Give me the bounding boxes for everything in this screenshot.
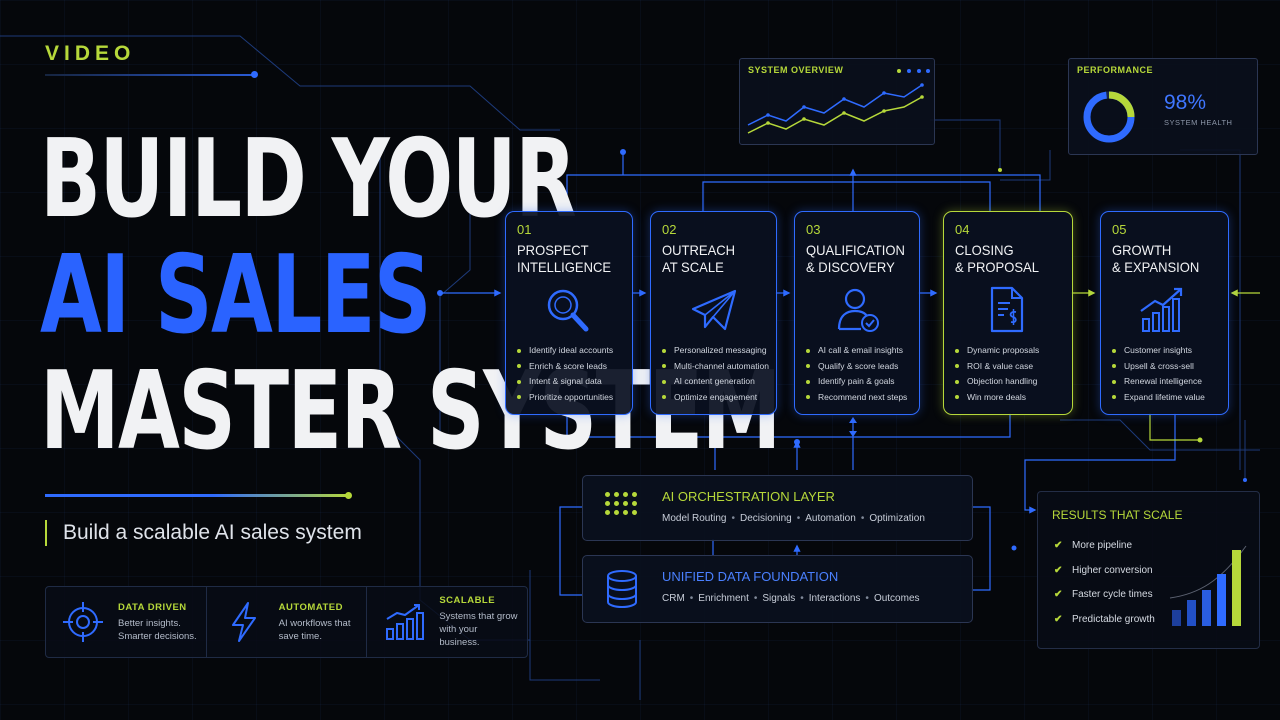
- stage-item: ROI & value case: [955, 359, 1039, 375]
- stage-item: Win more deals: [955, 390, 1039, 406]
- growth-chart-icon: [386, 604, 425, 640]
- stage-card-5: 05 GROWTH& EXPANSION Customer insights U…: [1100, 211, 1229, 415]
- panel-status-dots: [897, 69, 930, 73]
- feature-data-driven: DATA DRIVEN Better insights. Smarter dec…: [46, 587, 207, 657]
- stage-item: Expand lifetime value: [1112, 390, 1205, 406]
- feature-heading: AUTOMATED: [278, 601, 343, 613]
- results-list: ✔More pipeline ✔Higher conversion ✔Faste…: [1054, 534, 1155, 632]
- user-check-icon: [837, 288, 879, 332]
- data-foundation-title: UNIFIED DATA FOUNDATION: [662, 569, 839, 584]
- check-icon: ✔: [1054, 589, 1063, 600]
- stage-item: Multi-channel automation: [662, 359, 769, 375]
- stage-items: Customer insights Upsell & cross-sell Re…: [1112, 343, 1205, 405]
- stage-item: Identify ideal accounts: [517, 343, 613, 359]
- orchestration-title: AI ORCHESTRATION LAYER: [662, 489, 835, 504]
- performance-value: 98%: [1164, 91, 1207, 114]
- system-overview-title: SYSTEM OVERVIEW: [748, 65, 844, 75]
- target-icon: [63, 602, 103, 642]
- check-icon: ✔: [1054, 613, 1063, 625]
- stage-item: AI content generation: [662, 374, 769, 390]
- stage-item: Identify pain & goals: [806, 374, 907, 390]
- results-growth-chart: [1169, 545, 1247, 626]
- result-item: ✔Higher conversion: [1054, 559, 1155, 584]
- lightning-icon: [231, 602, 256, 642]
- check-icon: ✔: [1054, 540, 1063, 551]
- bar-chart-arrow-icon: [1140, 287, 1183, 332]
- results-panel: RESULTS THAT SCALE ✔More pipeline ✔Highe…: [1037, 491, 1260, 649]
- subtitle: Build a scalable AI sales system: [45, 520, 362, 546]
- stage-item: Personalized messaging: [662, 343, 769, 359]
- orchestration-items: Model Routing•Decisioning•Automation•Opt…: [662, 513, 925, 524]
- title-line-1: BUILD YOUR: [40, 117, 577, 242]
- database-icon: [607, 570, 637, 608]
- stage-number: 04: [955, 222, 970, 237]
- health-donut: [1083, 91, 1135, 143]
- stage-item: Dynamic proposals: [955, 343, 1039, 359]
- stage-card-4: 04 CLOSING& PROPOSAL Dynamic proposals R…: [943, 211, 1073, 415]
- stage-item: Customer insights: [1112, 343, 1205, 359]
- stage-item: Recommend next steps: [806, 390, 907, 406]
- video-tag: VIDEO: [45, 42, 136, 65]
- performance-title: PERFORMANCE: [1077, 65, 1154, 75]
- feature-heading: DATA DRIVEN: [118, 601, 187, 613]
- stage-item: Qualify & score leads: [806, 359, 907, 375]
- feature-strip: DATA DRIVEN Better insights. Smarter dec…: [45, 586, 528, 658]
- feature-automated: AUTOMATED AI workflows that save time.: [207, 587, 368, 657]
- system-overview-panel: SYSTEM OVERVIEW: [739, 58, 935, 145]
- feature-scalable: SCALABLE Systems that grow with your bus…: [367, 587, 527, 657]
- result-item: ✔Predictable growth: [1054, 608, 1155, 633]
- document-dollar-icon: [990, 286, 1024, 333]
- stage-number: 03: [806, 222, 821, 237]
- stage-number: 01: [517, 222, 532, 237]
- title-accent-bar: [45, 494, 350, 497]
- video-underline-dot: [251, 71, 258, 78]
- stage-item: Optimize engagement: [662, 390, 769, 406]
- stage-title: CLOSING& PROPOSAL: [955, 242, 1039, 275]
- system-overview-sparkline: [747, 83, 924, 134]
- stage-item: AI call & email insights: [806, 343, 907, 359]
- magnifier-icon: [547, 289, 589, 332]
- stage-item: Enrich & score leads: [517, 359, 613, 375]
- stage-items: AI call & email insights Qualify & score…: [806, 343, 907, 405]
- feature-desc: Systems that grow with your business.: [439, 611, 518, 648]
- dot-grid-icon: [605, 492, 637, 515]
- stage-item: Prioritize opportunities: [517, 390, 613, 406]
- stage-card-3: 03 QUALIFICATION& DISCOVERY AI call & em…: [794, 211, 920, 415]
- stage-item: Objection handling: [955, 374, 1039, 390]
- feature-desc: AI workflows that save time.: [278, 617, 351, 642]
- stage-items: Identify ideal accounts Enrich & score l…: [517, 343, 613, 405]
- result-item: ✔More pipeline: [1054, 534, 1155, 559]
- data-foundation-layer: UNIFIED DATA FOUNDATION CRM•Enrichment•S…: [582, 555, 973, 623]
- feature-heading: SCALABLE: [439, 595, 496, 606]
- video-underline: [45, 74, 255, 76]
- performance-panel: PERFORMANCE 98% SYSTEM HEALTH: [1068, 58, 1258, 155]
- data-foundation-items: CRM•Enrichment•Signals•Interactions•Outc…: [662, 593, 920, 604]
- check-icon: ✔: [1054, 564, 1063, 576]
- orchestration-layer: AI ORCHESTRATION LAYER Model Routing•Dec…: [582, 475, 973, 541]
- feature-desc: Better insights. Smarter decisions.: [118, 617, 197, 642]
- stage-items: Personalized messaging Multi-channel aut…: [662, 343, 769, 405]
- stage-item: Upsell & cross-sell: [1112, 359, 1205, 375]
- stage-items: Dynamic proposals ROI & value case Objec…: [955, 343, 1039, 405]
- stage-number: 02: [662, 222, 677, 237]
- paper-plane-icon: [691, 289, 737, 331]
- stage-title: GROWTH& EXPANSION: [1112, 242, 1200, 275]
- title-accent-dot: [345, 492, 352, 499]
- stage-title: QUALIFICATION& DISCOVERY: [806, 242, 905, 275]
- results-title: RESULTS THAT SCALE: [1052, 508, 1183, 522]
- result-item: ✔Faster cycle times: [1054, 583, 1155, 608]
- performance-label: SYSTEM HEALTH: [1164, 118, 1233, 127]
- title-line-2: AI SALES: [40, 233, 432, 358]
- stage-item: Intent & signal data: [517, 374, 613, 390]
- page-title: BUILD YOUR AI SALES MASTER SYSTEM: [40, 117, 781, 474]
- stage-item: Renewal intelligence: [1112, 374, 1205, 390]
- stage-number: 05: [1112, 222, 1127, 237]
